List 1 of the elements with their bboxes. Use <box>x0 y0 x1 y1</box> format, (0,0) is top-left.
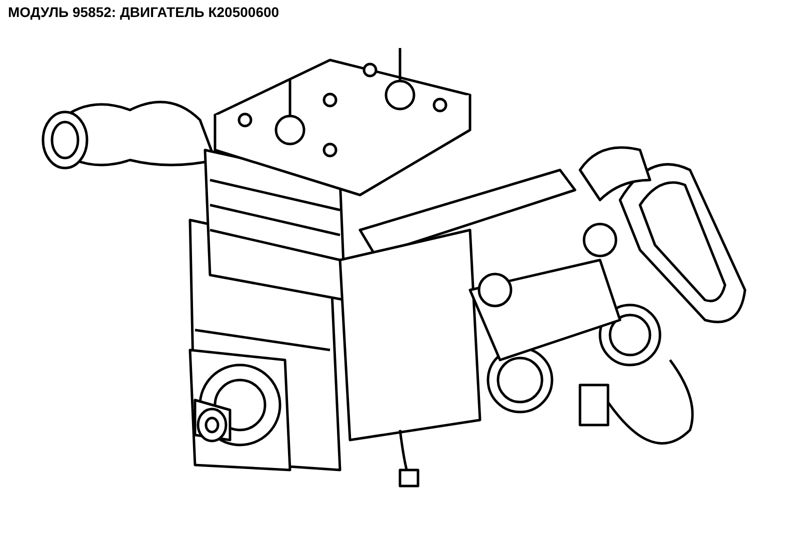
diagram-title: МОДУЛЬ 95852: ДВИГАТЕЛЬ К20500600 <box>8 4 280 20</box>
